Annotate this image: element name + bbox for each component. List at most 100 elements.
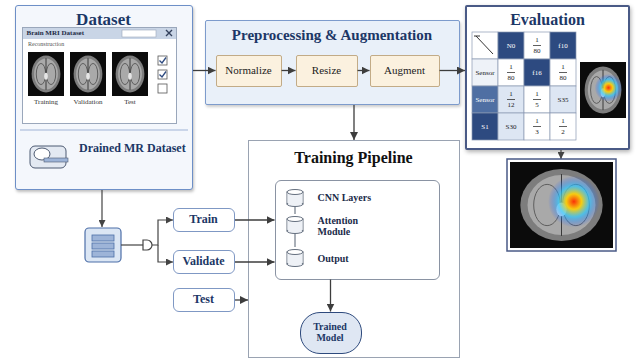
arrow-connector (330, 280, 331, 312)
brain-tissue (34, 59, 58, 90)
brain-gyrus (120, 63, 129, 84)
matrix-cell: 1 80 (508, 62, 515, 84)
brain-outline (585, 66, 622, 113)
flow-arrow (560, 150, 561, 159)
node-title: Dataset (16, 10, 191, 30)
arrow-connector (193, 70, 216, 71)
cylinder-top (287, 250, 303, 255)
node-title: Train (174, 213, 233, 227)
brain-gyrus (130, 63, 139, 84)
brain-tissue (118, 59, 142, 90)
node-title: Training Pipeline (249, 149, 458, 167)
matrix-cell: f10 (558, 40, 567, 51)
matrix-cell: 1 80 (560, 62, 567, 84)
image-ground (70, 52, 106, 96)
matrix-cell: 1 12 (508, 89, 515, 111)
window-titlebar (23, 28, 176, 39)
pipeline-panel: Training PipelineCNN LayersAttention Mod… (248, 140, 460, 358)
brain-outline (74, 56, 103, 93)
node-text: Output (318, 253, 428, 265)
layer-cylinder (287, 250, 303, 267)
arrow-connector (358, 70, 370, 71)
window-label: Reconstruction (28, 41, 108, 48)
flow-arrow (152, 220, 173, 245)
arrow-connector (235, 299, 248, 300)
cylinder-top (287, 190, 303, 195)
result-frame (507, 159, 616, 251)
matrix-cell-bg (524, 86, 550, 113)
image-ground (510, 162, 613, 248)
matrix-cell: Sensor (475, 67, 494, 78)
node-title: Evaluation (467, 11, 628, 29)
split-box: Train (173, 208, 235, 232)
divider (20, 130, 188, 131)
matrix-cell-bg (550, 59, 576, 86)
checkbox (158, 84, 167, 93)
brain-outline (32, 56, 61, 93)
image-ground (580, 62, 626, 118)
heat-spot (548, 176, 600, 228)
matrix-cell-bg (524, 59, 550, 86)
image-caption: Training (28, 98, 64, 106)
flow-arrow (158, 245, 173, 262)
matrix-cell-bg (472, 59, 498, 86)
scanner-bed (44, 158, 68, 162)
arrow-connector (353, 105, 354, 140)
process-box: Resize (296, 55, 358, 87)
matrix-corner-line (474, 36, 480, 37)
search-field (122, 30, 156, 37)
matrix-cell-bg (498, 86, 524, 113)
heatmap-image (510, 162, 613, 248)
fraction-bar (559, 126, 567, 127)
process-box: Augment (370, 55, 440, 87)
database-drawer (92, 251, 114, 257)
mri-image (28, 52, 64, 96)
matrix-cell: f16 (532, 67, 541, 78)
split-box: Test (173, 288, 235, 312)
fraction-bar (507, 72, 515, 73)
matrix-cell-bg (550, 32, 576, 59)
arrow-connector (235, 261, 275, 262)
image-ground (28, 52, 64, 96)
matrix-cell: 1 5 (535, 89, 539, 111)
matrix-cell-bg (524, 32, 550, 59)
database-drawer (92, 243, 114, 249)
flow-arrow (101, 190, 102, 227)
matrix-cell: S1 (481, 121, 488, 132)
node-title: Augment (371, 64, 439, 77)
fraction-bar (533, 99, 541, 100)
brain-gyrus (78, 63, 87, 84)
heat-spot (595, 74, 623, 102)
brain-gyrus (88, 63, 97, 84)
brain-gyrus (36, 63, 45, 84)
image-caption: Test (112, 98, 148, 106)
matrix-cell-bg (524, 113, 550, 140)
close-icon (166, 30, 172, 36)
heatmap-image (580, 62, 626, 118)
layer-cylinder (287, 217, 303, 234)
checkbox-tick (160, 72, 167, 78)
matrix-cell-bg (472, 113, 498, 140)
brain-outline (520, 169, 602, 241)
node-title: Resize (297, 64, 357, 77)
node-title: Test (174, 293, 233, 307)
matrix-cell: Sensor (475, 94, 494, 105)
matrix-cell: S30 (506, 121, 517, 132)
cylinder-top (287, 217, 303, 222)
node-title: CNN Layers (318, 192, 428, 204)
matrix-cell: N0 (507, 40, 516, 51)
matrix-cell: S35 (558, 94, 569, 105)
matrix-cell: 1 3 (535, 116, 539, 138)
node-title: Validate (174, 255, 233, 269)
split-box: Validate (173, 250, 235, 274)
output-pill: Trained Model (300, 312, 362, 354)
matrix-cell: 1 2 (561, 116, 565, 138)
matrix-cell-bg (472, 32, 498, 59)
matrix-cell-bg (472, 86, 498, 113)
node-title: Preprocessing & Augmentation (206, 27, 458, 44)
brain-ventricle (86, 73, 90, 80)
fraction-bar (559, 72, 567, 73)
arrow-connector (235, 219, 275, 220)
